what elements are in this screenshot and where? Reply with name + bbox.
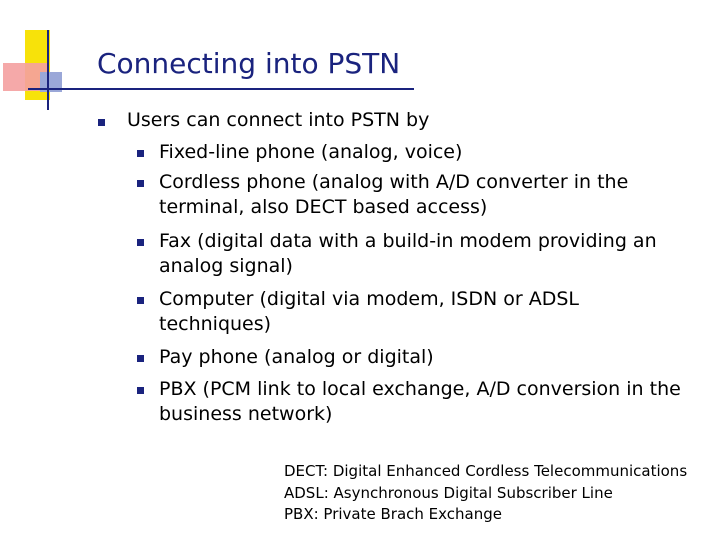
bullet-icon — [98, 119, 105, 126]
list-item-fixed-line: Fixed-line phone (analog, voice) — [159, 141, 463, 163]
note-pbx: PBX: Private Brach Exchange — [284, 505, 502, 523]
note-adsl: ADSL: Asynchronous Digital Subscriber Li… — [284, 483, 613, 502]
bullet-icon — [137, 180, 144, 187]
slide-title: Connecting into PSTN — [97, 47, 401, 80]
logo-horizontal-line — [28, 88, 116, 90]
slide-logo — [0, 0, 116, 115]
logo-blue-square — [40, 72, 62, 92]
list-item-computer: Computer (digital via modem, ISDN or ADS… — [159, 288, 579, 335]
acronym-notes: DECT: Digital Enhanced Cordless Telecomm… — [284, 461, 687, 526]
bullet-icon — [137, 387, 144, 394]
bullet-icon — [137, 297, 144, 304]
list-item-cordless: Cordless phone (analog with A/D converte… — [159, 171, 629, 218]
bullet-icon — [137, 239, 144, 246]
list-item-fax: Fax (digital data with a build-in modem … — [159, 230, 657, 277]
list-item-pbx: PBX (PCM link to local exchange, A/D con… — [159, 378, 681, 425]
logo-vertical-line — [47, 30, 49, 110]
bullet-icon — [137, 150, 144, 157]
title-underline — [96, 88, 414, 90]
note-dect: DECT: Digital Enhanced Cordless Telecomm… — [284, 462, 688, 480]
list-item-pay-phone: Pay phone (analog or digital) — [159, 346, 434, 368]
bullet-icon — [137, 355, 144, 362]
main-point: Users can connect into PSTN by — [127, 109, 430, 131]
